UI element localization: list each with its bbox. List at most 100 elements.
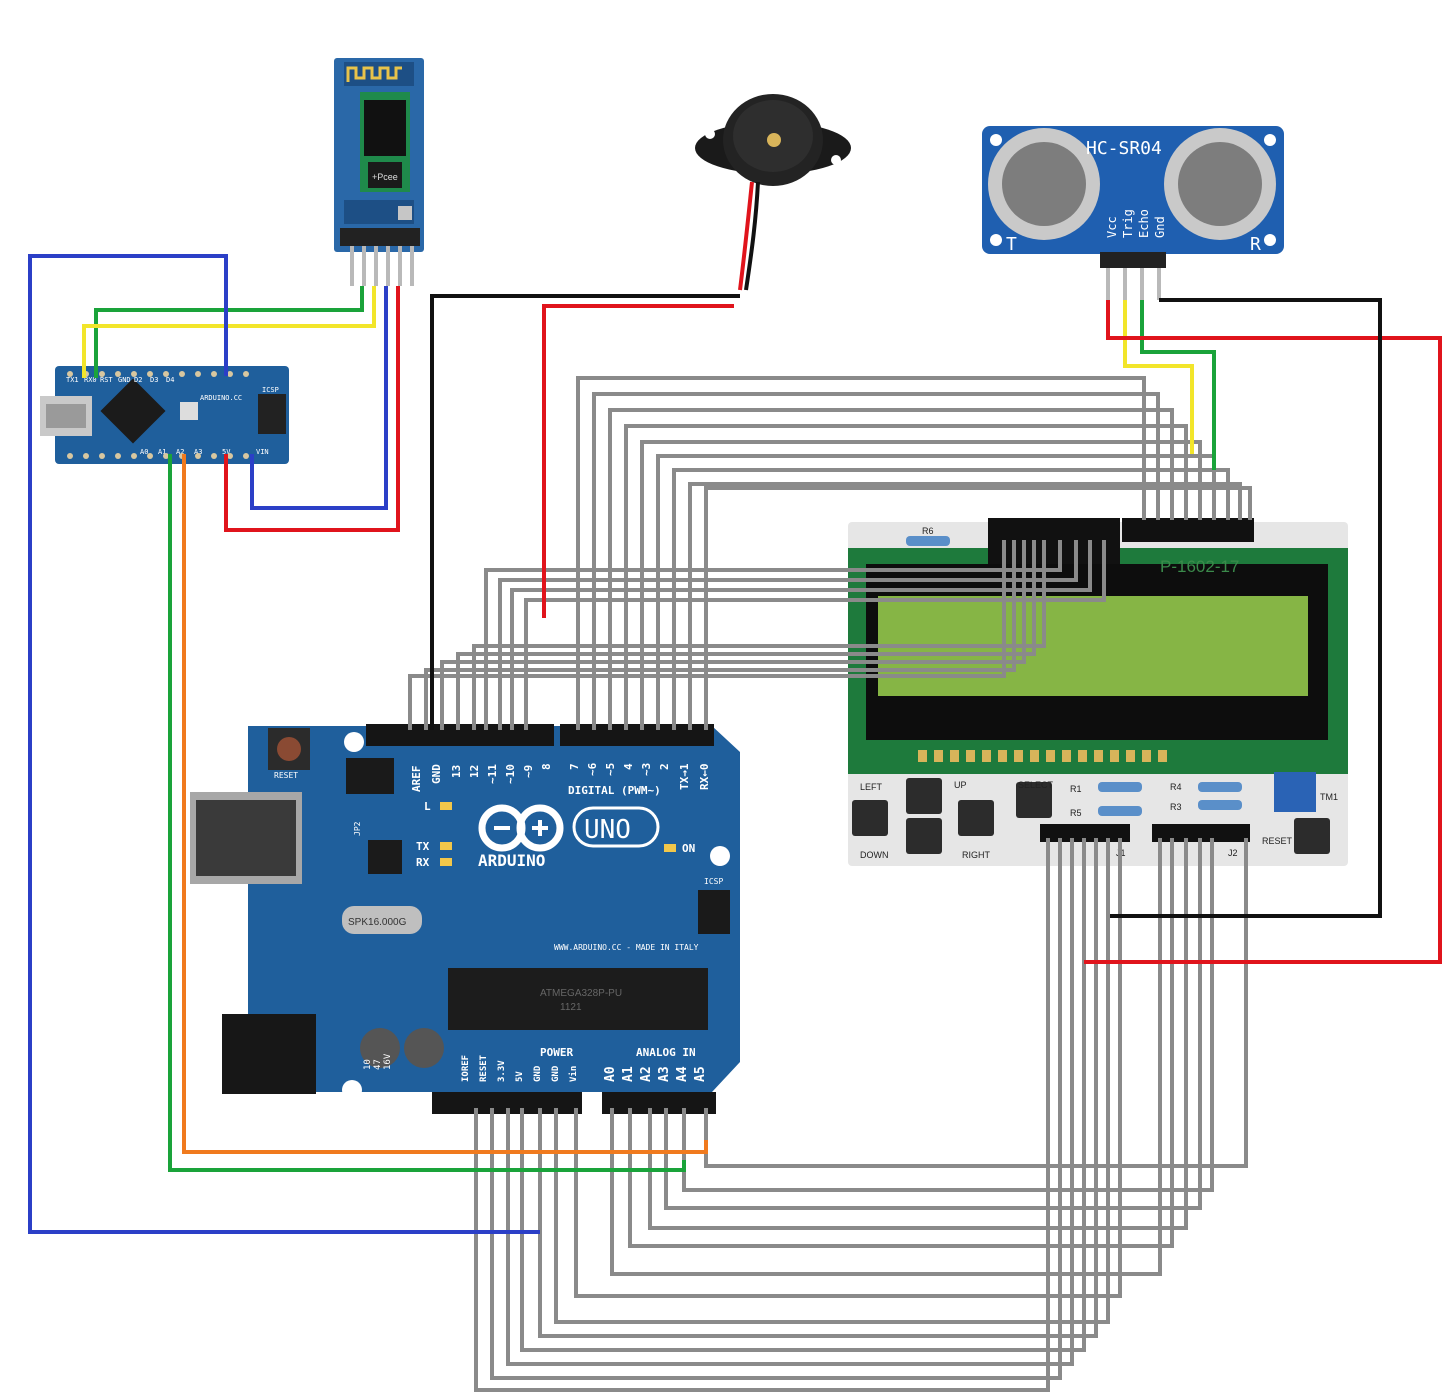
up-key[interactable] [906,778,942,814]
nano-icsp: ICSP [262,386,279,394]
analog-label: ANALOG IN [636,1046,696,1059]
power-jack [222,1014,316,1094]
analog-pin-label: A0 [603,1066,618,1082]
arduino-logo [478,804,564,852]
power-pin-label: IOREF [461,1055,471,1082]
nano-pin-label: VIN [256,448,269,456]
nano-pin-label: RX0 [84,376,97,384]
nano-pin-label: RST [100,376,113,384]
digital-pin-label: ~11 [486,764,499,784]
gray-wires-top [408,376,1252,730]
select-label: SELECT [1018,780,1054,790]
resistor-label: R6 [922,526,934,536]
digital-header-a [366,724,554,746]
resistor-label: R1 [1070,784,1082,794]
power-pin-label: RESET [479,1054,489,1082]
led-tx-label: TX [416,840,430,853]
nano-pin-label: A0 [140,448,148,456]
nano-pin-label: D4 [166,376,174,384]
resistor-label: R5 [1070,808,1082,818]
analog-pin-label: A4 [675,1066,690,1082]
reset-label: RESET [1262,836,1293,846]
digital-pin-label: ~3 [640,763,653,776]
bluetooth-module: +Pcee [334,58,424,286]
right-key[interactable] [958,800,994,836]
digital-pin-label: ~9 [522,765,535,778]
sensor-pin-trig: Trig [1121,209,1135,238]
up-label: UP [954,780,967,790]
resistor-label: R4 [1170,782,1182,792]
nano-label: ARDUINO.CC [200,394,242,402]
led-rx-label: RX [416,856,430,869]
nano-pin-label: GND [118,376,131,384]
led-on-label: ON [682,842,695,855]
arduino-uno: RESET JP2 AREF GND 13 12 ~11 ~10 ~9 8 7 … [190,724,740,1114]
arduino-nano: ARDUINO.CC ICSP TX1 RX0 RST GND D2 D3 D4… [40,366,289,464]
sensor-pin-gnd: Gnd [1153,216,1167,238]
right-label: RIGHT [962,850,991,860]
led-l-label: L [424,800,431,813]
chip-label: ATMEGA328P-PU [540,988,622,999]
left-key[interactable] [852,800,888,836]
reset-button[interactable] [277,737,301,761]
resistor-label: R3 [1170,802,1182,812]
down-key[interactable] [906,818,942,854]
left-label: LEFT [860,782,883,792]
piezo-buzzer [695,94,851,291]
website-label: WWW.ARDUINO.CC - MADE IN ITALY [554,943,699,952]
analog-pin-label: A1 [621,1066,636,1082]
digital-pin-label: ~5 [604,763,617,776]
sensor-t-mark: T [1006,234,1017,255]
analog-pin-label: A5 [693,1066,708,1082]
nano-pin-label: A2 [176,448,184,456]
atmega-chip [448,968,708,1030]
digital-label: DIGITAL (PWM~) [568,784,661,797]
analog-pin-label: A3 [657,1066,672,1082]
cap-label: 10 [363,1059,373,1070]
power-label: POWER [540,1046,573,1059]
icsp-label: ICSP [704,877,723,886]
power-pin-label: GND [551,1065,561,1082]
reset-key[interactable] [1294,818,1330,854]
analog-pin-label: A2 [639,1066,654,1082]
digital-pin-label: GND [430,764,443,784]
digital-pin-label: AREF [410,766,423,793]
gray-wires-bottom [474,838,1248,1392]
contrast-pot [1274,772,1316,812]
nano-pin-label: A3 [194,448,202,456]
digital-pin-label: TX→1 [678,763,691,790]
nano-pin-label: D2 [134,376,142,384]
sensor-pin-vcc: Vcc [1105,216,1119,238]
sensor-name: HC-SR04 [1086,138,1162,159]
power-header [432,1092,582,1114]
digital-pin-label: 2 [658,763,671,770]
reset-label: RESET [274,771,298,780]
cap-label: 47 [373,1059,383,1070]
select-key[interactable] [1016,782,1052,818]
colored-wires [28,254,1442,1234]
down-label: DOWN [860,850,889,860]
crystal-label: SPK16.000G [348,917,407,928]
power-pin-label: 3.3V [497,1060,507,1082]
analog-header [602,1092,716,1114]
uno-model: UNO [584,815,631,845]
digital-pin-label: 13 [450,765,463,778]
nano-pin-label: D3 [150,376,158,384]
ultrasonic-sensor: HC-SR04 T R Vcc Trig Echo Gnd [982,126,1284,300]
power-pin-label: 5V [515,1071,525,1082]
cap-label: 16V [383,1053,393,1070]
resistor-r6 [906,536,950,546]
digital-pin-label: 7 [568,763,581,770]
digital-pin-label: 4 [622,763,635,770]
digital-pin-label: 12 [468,765,481,778]
nano-pin-label: A1 [158,448,166,456]
chip-sub-label: 1121 [560,1002,582,1013]
digital-pin-label: ~6 [586,762,599,776]
power-pin-label: Vin [568,1066,579,1082]
digital-pin-label: 8 [540,763,553,770]
jp2-label: JP2 [353,821,362,836]
pot-label: TM1 [1320,792,1338,802]
digital-pin-label: RX←0 [698,764,711,791]
sensor-pin-echo: Echo [1137,209,1151,238]
